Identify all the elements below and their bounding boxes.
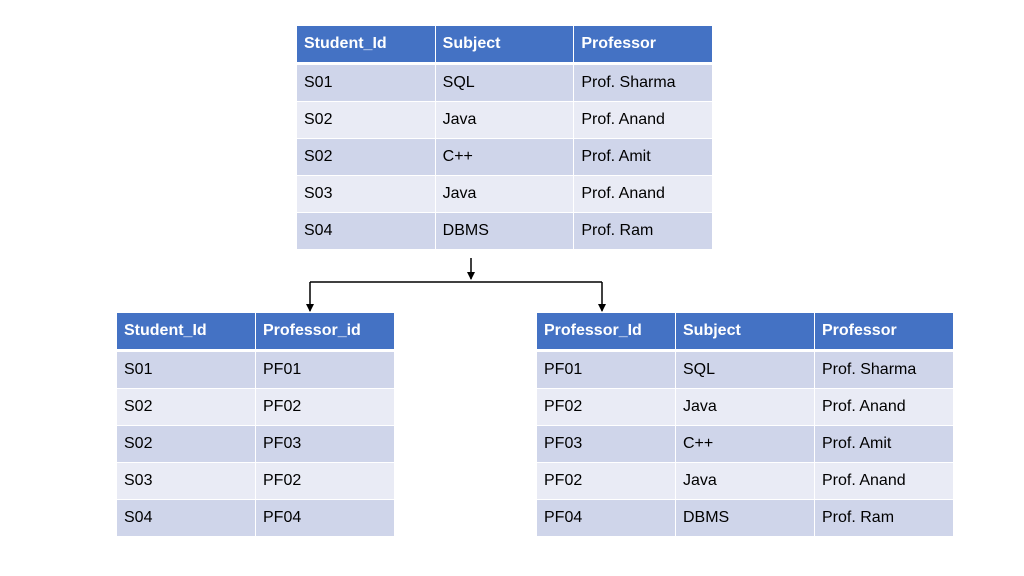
- table-cell: S03: [296, 175, 436, 213]
- original-table-header: Student_Id Subject Professor: [296, 25, 713, 65]
- student-professor-table-body: S01 PF01 S02 PF02 S02 PF03 S03 PF02 S04 …: [116, 350, 395, 537]
- table-cell: DBMS: [434, 212, 575, 250]
- table-cell: C++: [675, 425, 815, 463]
- table-cell: S01: [116, 350, 256, 389]
- table-row: S02 PF03: [116, 425, 395, 463]
- header-row: Student_Id Professor_id: [116, 312, 395, 352]
- professor-subject-table-body: PF01 SQL Prof. Sharma PF02 Java Prof. An…: [536, 350, 954, 537]
- table-cell: Java: [434, 175, 575, 213]
- table-row: S01 SQL Prof. Sharma: [296, 63, 713, 102]
- table-cell: PF03: [536, 425, 676, 463]
- header-row: Student_Id Subject Professor: [296, 25, 713, 65]
- header-cell-student-id: Student_Id: [296, 25, 436, 65]
- table-cell: Prof. Amit: [814, 425, 954, 463]
- table-row: S03 Java Prof. Anand: [296, 175, 713, 213]
- table-cell: C++: [434, 138, 575, 176]
- table-row: S04 PF04: [116, 499, 395, 537]
- table-cell: PF01: [536, 350, 676, 389]
- professor-subject-table: Professor_Id Subject Professor PF01 SQL …: [536, 312, 954, 537]
- table-cell: SQL: [675, 350, 815, 389]
- table-cell: PF01: [255, 350, 395, 389]
- table-cell: S03: [116, 462, 256, 500]
- table-cell: PF04: [536, 499, 676, 537]
- table-cell: S04: [116, 499, 256, 537]
- header-cell-professor-id: Professor_id: [255, 312, 395, 352]
- table-cell: Prof. Sharma: [573, 63, 713, 102]
- header-cell-professor-id: Professor_Id: [536, 312, 676, 352]
- table-row: S04 DBMS Prof. Ram: [296, 212, 713, 250]
- table-cell: PF02: [536, 462, 676, 500]
- table-row: S03 PF02: [116, 462, 395, 500]
- table-cell: Prof. Anand: [573, 175, 713, 213]
- table-cell: PF03: [255, 425, 395, 463]
- table-cell: Java: [434, 101, 575, 139]
- table-cell: Prof. Anand: [814, 388, 954, 426]
- professor-subject-table-header: Professor_Id Subject Professor: [536, 312, 954, 352]
- table-cell: Prof. Amit: [573, 138, 713, 176]
- table-row: S02 Java Prof. Anand: [296, 101, 713, 139]
- table-row: PF02 Java Prof. Anand: [536, 388, 954, 426]
- table-cell: PF04: [255, 499, 395, 537]
- table-row: PF01 SQL Prof. Sharma: [536, 350, 954, 389]
- table-cell: S02: [116, 388, 256, 426]
- table-cell: PF02: [255, 462, 395, 500]
- table-row: PF03 C++ Prof. Amit: [536, 425, 954, 463]
- header-cell-professor: Professor: [814, 312, 954, 352]
- table-cell: S02: [296, 101, 436, 139]
- table-cell: Prof. Anand: [573, 101, 713, 139]
- header-row: Professor_Id Subject Professor: [536, 312, 954, 352]
- header-cell-subject: Subject: [675, 312, 815, 352]
- header-cell-student-id: Student_Id: [116, 312, 256, 352]
- table-row: S02 PF02: [116, 388, 395, 426]
- table-cell: PF02: [536, 388, 676, 426]
- table-row: S01 PF01: [116, 350, 395, 389]
- student-professor-table-header: Student_Id Professor_id: [116, 312, 395, 352]
- table-cell: Java: [675, 462, 815, 500]
- table-cell: Prof. Ram: [814, 499, 954, 537]
- table-cell: DBMS: [675, 499, 815, 537]
- table-row: PF04 DBMS Prof. Ram: [536, 499, 954, 537]
- table-cell: Java: [675, 388, 815, 426]
- original-table: Student_Id Subject Professor S01 SQL Pro…: [296, 25, 713, 250]
- table-row: PF02 Java Prof. Anand: [536, 462, 954, 500]
- table-cell: Prof. Sharma: [814, 350, 954, 389]
- original-table-body: S01 SQL Prof. Sharma S02 Java Prof. Anan…: [296, 63, 713, 250]
- table-cell: S02: [296, 138, 436, 176]
- table-cell: Prof. Anand: [814, 462, 954, 500]
- student-professor-table: Student_Id Professor_id S01 PF01 S02 PF0…: [116, 312, 395, 537]
- table-cell: Prof. Ram: [573, 212, 713, 250]
- table-cell: S02: [116, 425, 256, 463]
- table-cell: SQL: [434, 63, 575, 102]
- table-cell: PF02: [255, 388, 395, 426]
- table-cell: S01: [296, 63, 436, 102]
- table-row: S02 C++ Prof. Amit: [296, 138, 713, 176]
- header-cell-professor: Professor: [573, 25, 713, 65]
